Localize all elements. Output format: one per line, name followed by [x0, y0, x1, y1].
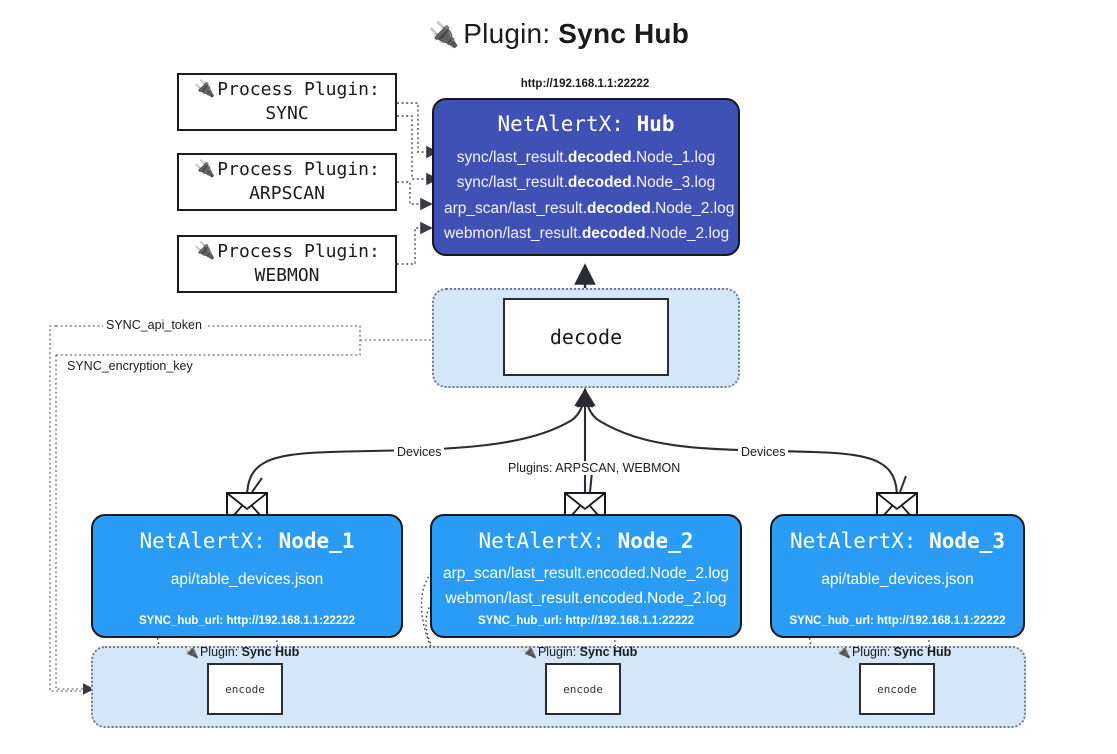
title-prefix: Plugin: — [463, 18, 551, 49]
process-plugin-name: WEBMON — [254, 265, 320, 286]
node-title: NetAlertX: Node_1 — [93, 529, 401, 553]
node-box-node-3[interactable]: NetAlertX: Node_3 api/table_devices.json… — [770, 514, 1025, 638]
encoder-caption: 🔌Plugin: Sync Hub — [522, 645, 637, 659]
encoder-caption-name: Sync Hub — [241, 645, 300, 659]
log-mid: decoded — [567, 149, 632, 166]
plug-icon: 🔌 — [194, 79, 216, 100]
hub-title-prefix: NetAlertX: — [497, 112, 624, 136]
decode-box[interactable]: decode — [503, 298, 669, 376]
log-pre: sync/last_result. — [456, 149, 568, 166]
node-line-list: api/table_devices.json — [772, 567, 1023, 592]
node-title-prefix: NetAlertX: — [139, 529, 266, 553]
encode-box-node-1[interactable]: encode — [207, 663, 283, 715]
log-post: .Node_2.log — [650, 199, 735, 217]
hub-title-name: Hub — [636, 112, 675, 136]
node-line-list: arp_scan/last_result.encoded.Node_2.log … — [432, 561, 740, 612]
process-plugin-name: ARPSCAN — [249, 183, 325, 204]
node-title-name: Node_3 — [929, 529, 1005, 553]
hub-log-list: sync/last_result.decoded.Node_1.log sync… — [434, 145, 738, 246]
secret-label-api-token: SYNC_api_token — [103, 318, 205, 332]
hub-node[interactable]: NetAlertX: Hub sync/last_result.decoded.… — [432, 98, 740, 256]
encoder-caption-prefix: Plugin: — [199, 645, 239, 659]
edge-label-devices-right: Devices — [738, 445, 789, 459]
log-pre: webmon/last_result. — [444, 224, 582, 242]
hub-url-label: http://192.168.1.1:22222 — [520, 78, 650, 90]
encode-label: encode — [225, 682, 265, 696]
log-mid: decoded — [567, 174, 632, 192]
log-pre: arp_scan/last_result. — [444, 199, 588, 217]
plug-icon: 🔌 — [194, 241, 216, 262]
node-box-node-2[interactable]: NetAlertX: Node_2 arp_scan/last_result.e… — [430, 514, 742, 638]
hub-log-row: arp_scan/last_result.decoded.Node_2.log — [444, 196, 734, 221]
node-line: webmon/last_result.encoded.Node_2.log — [445, 590, 727, 608]
plug-icon: 🔌 — [427, 21, 460, 49]
node-line-list: api/table_devices.json — [93, 567, 401, 592]
node-hub-url: SYNC_hub_url: http://192.168.1.1:22222 — [138, 615, 356, 627]
encoder-caption: 🔌Plugin: Sync Hub — [184, 645, 299, 659]
log-mid: decoded — [587, 199, 651, 217]
node-title-prefix: NetAlertX: — [790, 529, 917, 553]
decode-label: decode — [549, 325, 623, 349]
node-hub-url: SYNC_hub_url: http://192.168.1.1:22222 — [477, 615, 695, 627]
process-plugin-box-arpscan[interactable]: 🔌Process Plugin: ARPSCAN — [177, 153, 397, 211]
log-mid: decoded — [581, 224, 646, 242]
plug-icon: 🔌 — [184, 645, 199, 659]
log-post: .Node_3.log — [631, 174, 716, 192]
node-title-prefix: NetAlertX: — [478, 529, 605, 553]
encode-label: encode — [563, 682, 603, 696]
log-post: .Node_2.log — [645, 224, 730, 242]
plug-icon: 🔌 — [194, 159, 216, 180]
encode-label: encode — [877, 682, 917, 696]
hub-log-row: sync/last_result.decoded.Node_3.log — [444, 170, 728, 195]
node-line: api/table_devices.json — [821, 571, 974, 588]
plug-icon: 🔌 — [522, 645, 537, 659]
node-title: NetAlertX: Node_3 — [772, 529, 1023, 553]
node-line: arp_scan/last_result.encoded.Node_2.log — [442, 565, 730, 582]
node-box-node-1[interactable]: NetAlertX: Node_1 api/table_devices.json… — [91, 514, 403, 638]
process-plugin-box-webmon[interactable]: 🔌Process Plugin: WEBMON — [177, 235, 397, 293]
hub-log-row: webmon/last_result.decoded.Node_2.log — [444, 221, 730, 246]
title-name: Sync Hub — [558, 18, 690, 49]
encode-box-node-2[interactable]: encode — [545, 663, 621, 715]
encoder-caption: 🔌Plugin: Sync Hub — [836, 645, 951, 659]
encoder-caption-name: Sync Hub — [893, 645, 952, 659]
node-title-name: Node_1 — [278, 529, 355, 553]
node-title: NetAlertX: Node_2 — [432, 529, 740, 553]
edge-label-devices-left: Devices — [394, 445, 445, 459]
encode-box-node-3[interactable]: encode — [859, 663, 935, 715]
process-plugin-caption: Process Plugin: — [217, 240, 380, 262]
page-title: 🔌Plugin: Sync Hub — [0, 18, 1117, 50]
node-title-name: Node_2 — [617, 529, 694, 553]
log-post: .Node_1.log — [631, 149, 716, 166]
hub-log-row: sync/last_result.decoded.Node_1.log — [444, 145, 728, 170]
process-plugin-name: SYNC — [265, 103, 309, 124]
encoder-caption-prefix: Plugin: — [851, 645, 891, 659]
node-hub-url: SYNC_hub_url: http://192.168.1.1:22222 — [789, 615, 1006, 627]
encoder-caption-prefix: Plugin: — [537, 645, 577, 659]
hub-title: NetAlertX: Hub — [434, 112, 738, 136]
edge-label-plugins-center: Plugins: ARPSCAN, WEBMON — [505, 461, 684, 475]
process-plugin-box-sync[interactable]: 🔌Process Plugin: SYNC — [177, 73, 397, 131]
process-plugin-caption: Process Plugin: — [217, 78, 380, 100]
log-pre: sync/last_result. — [456, 174, 568, 192]
encoder-caption-name: Sync Hub — [579, 645, 638, 659]
node-line: api/table_devices.json — [170, 571, 324, 588]
plug-icon: 🔌 — [836, 645, 851, 659]
secret-label-encryption-key: SYNC_encryption_key — [64, 359, 196, 373]
process-plugin-caption: Process Plugin: — [217, 158, 380, 180]
